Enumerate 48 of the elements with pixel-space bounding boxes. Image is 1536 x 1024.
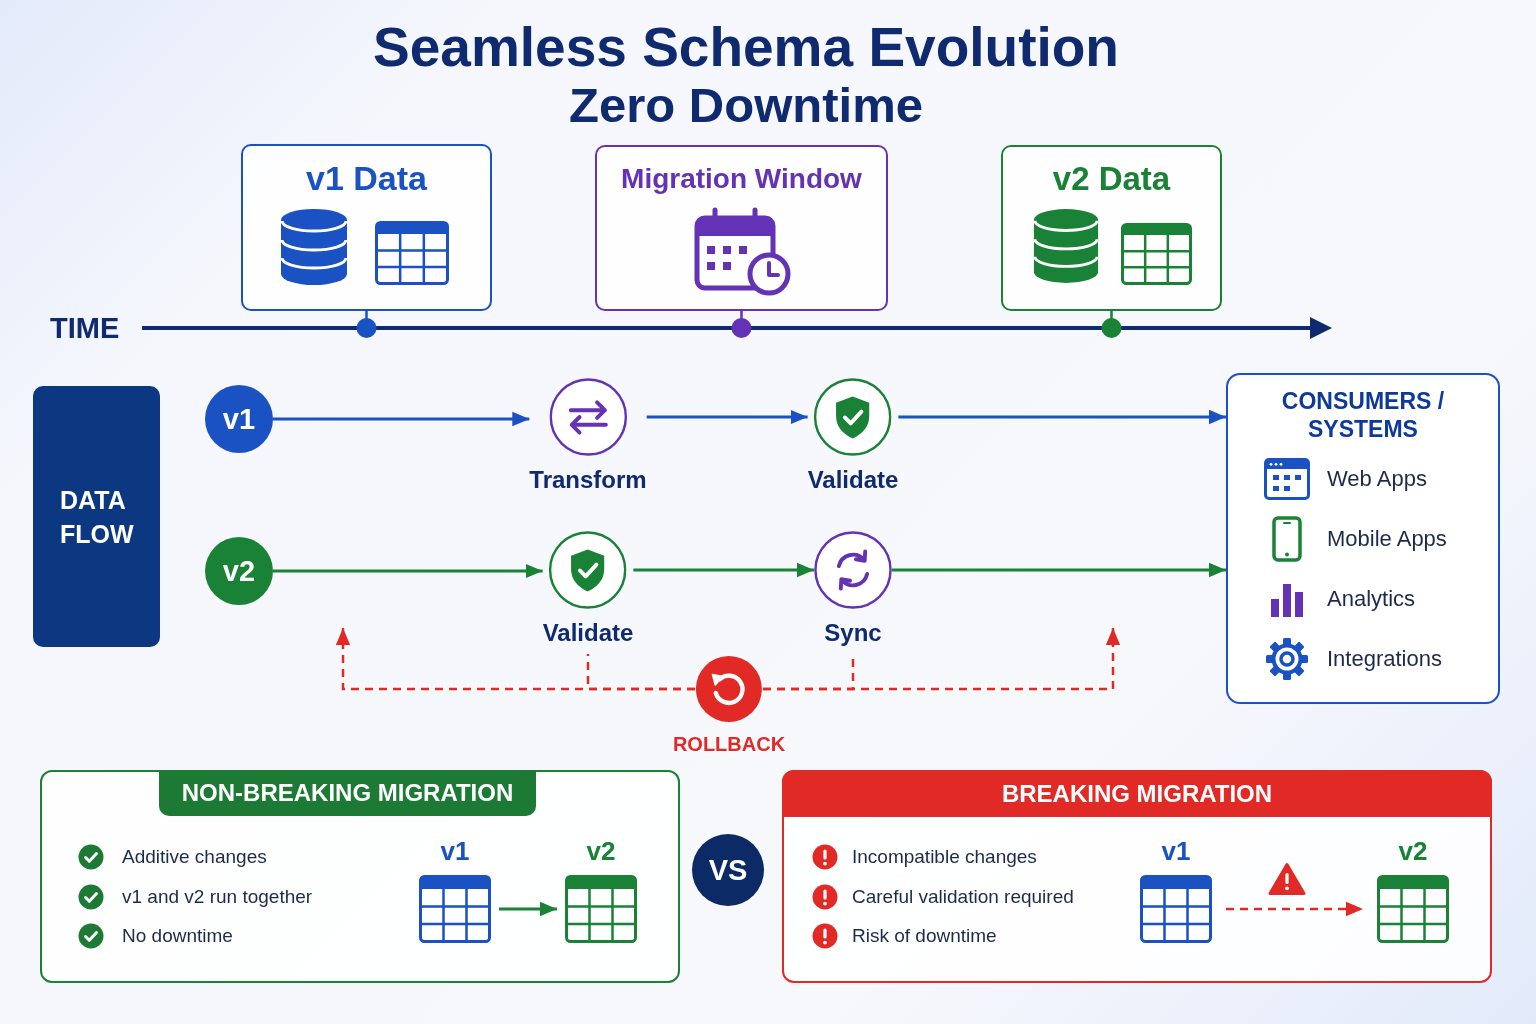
bullet-text: Incompatible changes <box>852 845 1037 869</box>
panel-title: CONSUMERS / SYSTEMS <box>1280 387 1446 443</box>
versus-badge: VS <box>692 834 764 906</box>
version-badge: v1 <box>205 385 273 453</box>
comparison-panel <box>40 770 680 983</box>
arrow <box>273 411 530 427</box>
comparison-panel <box>782 770 1492 983</box>
version-badge: v2 <box>205 537 273 605</box>
arrow <box>273 563 543 579</box>
bullet-text: Careful validation required <box>852 884 1074 909</box>
list-item-text: Mobile Apps <box>1327 525 1447 552</box>
step-label: Validate <box>542 619 634 647</box>
bullet-text: v1 and v2 run together <box>122 884 313 909</box>
arrow <box>633 562 814 578</box>
step-label: Transform <box>529 466 647 494</box>
timeline-card <box>595 145 888 311</box>
subtitle: Zero Downtime <box>569 78 923 132</box>
version-label: v1 <box>1161 837 1191 865</box>
dashed-arrow <box>1226 901 1363 917</box>
bullet-text: Risk of downtime <box>852 924 997 948</box>
timeline-card <box>1001 145 1222 311</box>
step-label: Sync <box>824 619 882 647</box>
panel-header: BREAKING MIGRATION <box>782 770 1492 817</box>
card-title: v2 Data <box>1052 159 1171 199</box>
bullet-text: No downtime <box>122 924 233 948</box>
arrow <box>646 409 808 425</box>
arrow <box>892 562 1226 578</box>
consumers-panel <box>1226 373 1500 704</box>
timeline-card <box>241 144 492 311</box>
connector-line <box>586 654 695 691</box>
arrow <box>898 409 1226 425</box>
card-title: Migration Window <box>621 162 862 196</box>
step-label: Validate <box>807 466 899 494</box>
dashed-arrow <box>763 628 1121 691</box>
lane-header-panel: DATA FLOW <box>33 386 160 647</box>
axis-label: TIME <box>50 312 120 344</box>
version-label: v2 <box>1398 837 1428 865</box>
title: Seamless Schema Evolution <box>373 16 1119 78</box>
version-label: v1 <box>440 837 470 865</box>
list-item-text: Integrations <box>1327 645 1442 672</box>
bullet-text: Additive changes <box>122 845 267 869</box>
card-title: v1 Data <box>306 158 427 198</box>
panel-header: NON-BREAKING MIGRATION <box>159 770 536 816</box>
version-label: v2 <box>586 837 616 865</box>
list-item-text: Analytics <box>1327 585 1416 612</box>
rollback-label: ROLLBACK <box>672 732 786 756</box>
arrow <box>499 901 557 917</box>
list-item-text: Web Apps <box>1327 465 1427 492</box>
